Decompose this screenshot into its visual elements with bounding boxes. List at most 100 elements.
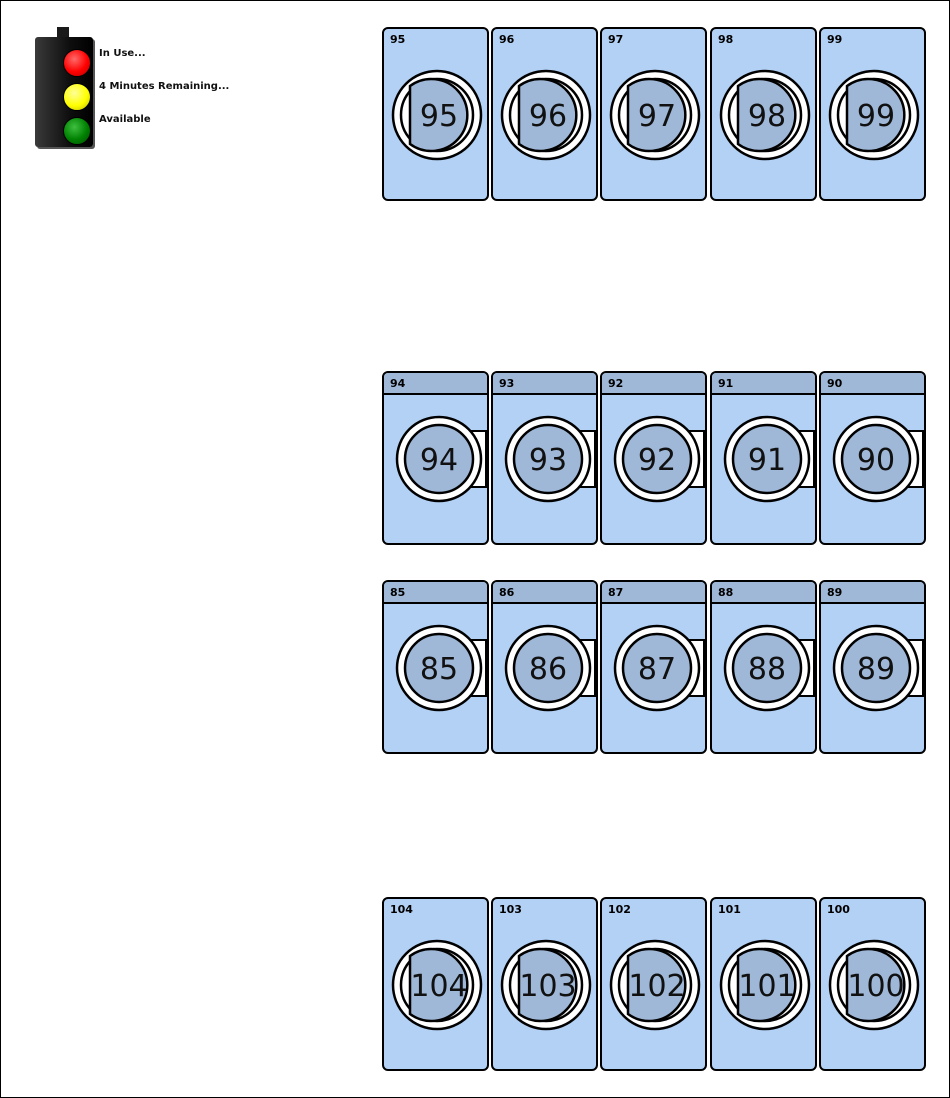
dryer-95[interactable]: 95 95 bbox=[382, 27, 489, 201]
yellow-light-icon bbox=[63, 83, 91, 111]
machine-number: 98 bbox=[718, 33, 734, 46]
machine-number: 95 bbox=[390, 33, 406, 46]
dryer-door-icon: 101 bbox=[719, 939, 811, 1031]
control-panel bbox=[821, 582, 924, 604]
traffic-light-icon bbox=[35, 37, 93, 147]
machine-number: 101 bbox=[718, 903, 741, 916]
drum-opening bbox=[626, 947, 687, 1023]
drum-opening bbox=[517, 77, 578, 153]
legend-minutes-remaining: 4 Minutes Remaining... bbox=[99, 81, 230, 92]
machine-number: 89 bbox=[827, 586, 843, 599]
dryer-door-icon: 104 bbox=[391, 939, 483, 1031]
door-glass bbox=[731, 423, 803, 495]
washer-door-icon: 93 bbox=[504, 415, 596, 503]
door-glass bbox=[403, 423, 475, 495]
machine-number: 94 bbox=[390, 377, 406, 390]
dryer-row: 95 95 96 96 97 97 98 98 99 99 bbox=[382, 27, 930, 203]
drum-opening bbox=[408, 77, 469, 153]
door-number: 101 bbox=[738, 969, 795, 1004]
drum-opening bbox=[736, 947, 797, 1023]
door-number: 92 bbox=[638, 443, 676, 478]
washer-90[interactable]: 90 90 bbox=[819, 371, 926, 545]
dryer-102[interactable]: 102 102 bbox=[600, 897, 707, 1071]
washer-door-icon: 91 bbox=[723, 415, 815, 503]
control-panel bbox=[821, 373, 924, 395]
drum-opening bbox=[845, 947, 906, 1023]
door-number: 89 bbox=[857, 652, 895, 687]
legend-in-use: In Use... bbox=[99, 48, 146, 59]
door-number: 98 bbox=[748, 99, 786, 134]
drum-opening bbox=[736, 77, 797, 153]
machine-number: 87 bbox=[608, 586, 624, 599]
washer-row: 94 94 93 93 92 92 91 91 90 90 bbox=[382, 371, 930, 547]
door-number: 94 bbox=[420, 443, 458, 478]
dryer-98[interactable]: 98 98 bbox=[710, 27, 817, 201]
door-number: 87 bbox=[638, 652, 676, 687]
dryer-97[interactable]: 97 97 bbox=[600, 27, 707, 201]
machine-number: 97 bbox=[608, 33, 624, 46]
door-glass bbox=[731, 632, 803, 704]
dryer-door-icon: 97 bbox=[609, 69, 701, 161]
machine-number: 90 bbox=[827, 377, 843, 390]
control-panel bbox=[712, 582, 815, 604]
control-panel bbox=[712, 373, 815, 395]
washer-92[interactable]: 92 92 bbox=[600, 371, 707, 545]
door-number: 85 bbox=[420, 652, 458, 687]
dryer-door-icon: 96 bbox=[500, 69, 592, 161]
machine-number: 92 bbox=[608, 377, 624, 390]
dryer-door-icon: 100 bbox=[828, 939, 920, 1031]
door-number: 104 bbox=[410, 969, 467, 1004]
washer-93[interactable]: 93 93 bbox=[491, 371, 598, 545]
drum-opening bbox=[517, 947, 578, 1023]
machine-number: 93 bbox=[499, 377, 515, 390]
dryer-99[interactable]: 99 99 bbox=[819, 27, 926, 201]
door-number: 86 bbox=[529, 652, 567, 687]
door-glass bbox=[512, 632, 584, 704]
washer-89[interactable]: 89 89 bbox=[819, 580, 926, 754]
door-number: 90 bbox=[857, 443, 895, 478]
dryer-door-icon: 95 bbox=[391, 69, 483, 161]
door-number: 102 bbox=[628, 969, 685, 1004]
washer-88[interactable]: 88 88 bbox=[710, 580, 817, 754]
washer-door-icon: 87 bbox=[613, 624, 705, 712]
washer-85[interactable]: 85 85 bbox=[382, 580, 489, 754]
machine-number: 91 bbox=[718, 377, 734, 390]
door-number: 99 bbox=[857, 99, 895, 134]
drum-opening bbox=[408, 947, 469, 1023]
dryer-door-icon: 99 bbox=[828, 69, 920, 161]
machine-number: 99 bbox=[827, 33, 843, 46]
door-number: 100 bbox=[847, 969, 904, 1004]
control-panel bbox=[384, 373, 487, 395]
washer-door-icon: 88 bbox=[723, 624, 815, 712]
door-number: 91 bbox=[748, 443, 786, 478]
machine-number: 96 bbox=[499, 33, 515, 46]
door-glass bbox=[621, 423, 693, 495]
drum-opening bbox=[845, 77, 906, 153]
legend-available: Available bbox=[99, 114, 151, 125]
door-glass bbox=[840, 632, 912, 704]
washer-94[interactable]: 94 94 bbox=[382, 371, 489, 545]
drum-opening bbox=[626, 77, 687, 153]
control-panel bbox=[602, 582, 705, 604]
dryer-door-icon: 98 bbox=[719, 69, 811, 161]
control-panel bbox=[602, 373, 705, 395]
dryer-door-icon: 102 bbox=[609, 939, 701, 1031]
washer-87[interactable]: 87 87 bbox=[600, 580, 707, 754]
machine-number: 88 bbox=[718, 586, 734, 599]
door-number: 88 bbox=[748, 652, 786, 687]
dryer-96[interactable]: 96 96 bbox=[491, 27, 598, 201]
door-glass bbox=[403, 632, 475, 704]
door-number: 103 bbox=[519, 969, 576, 1004]
machine-number: 85 bbox=[390, 586, 406, 599]
dryer-101[interactable]: 101 101 bbox=[710, 897, 817, 1071]
door-glass bbox=[512, 423, 584, 495]
machine-number: 102 bbox=[608, 903, 631, 916]
washer-door-icon: 86 bbox=[504, 624, 596, 712]
door-number: 95 bbox=[420, 99, 458, 134]
door-number: 96 bbox=[529, 99, 567, 134]
washer-91[interactable]: 91 91 bbox=[710, 371, 817, 545]
